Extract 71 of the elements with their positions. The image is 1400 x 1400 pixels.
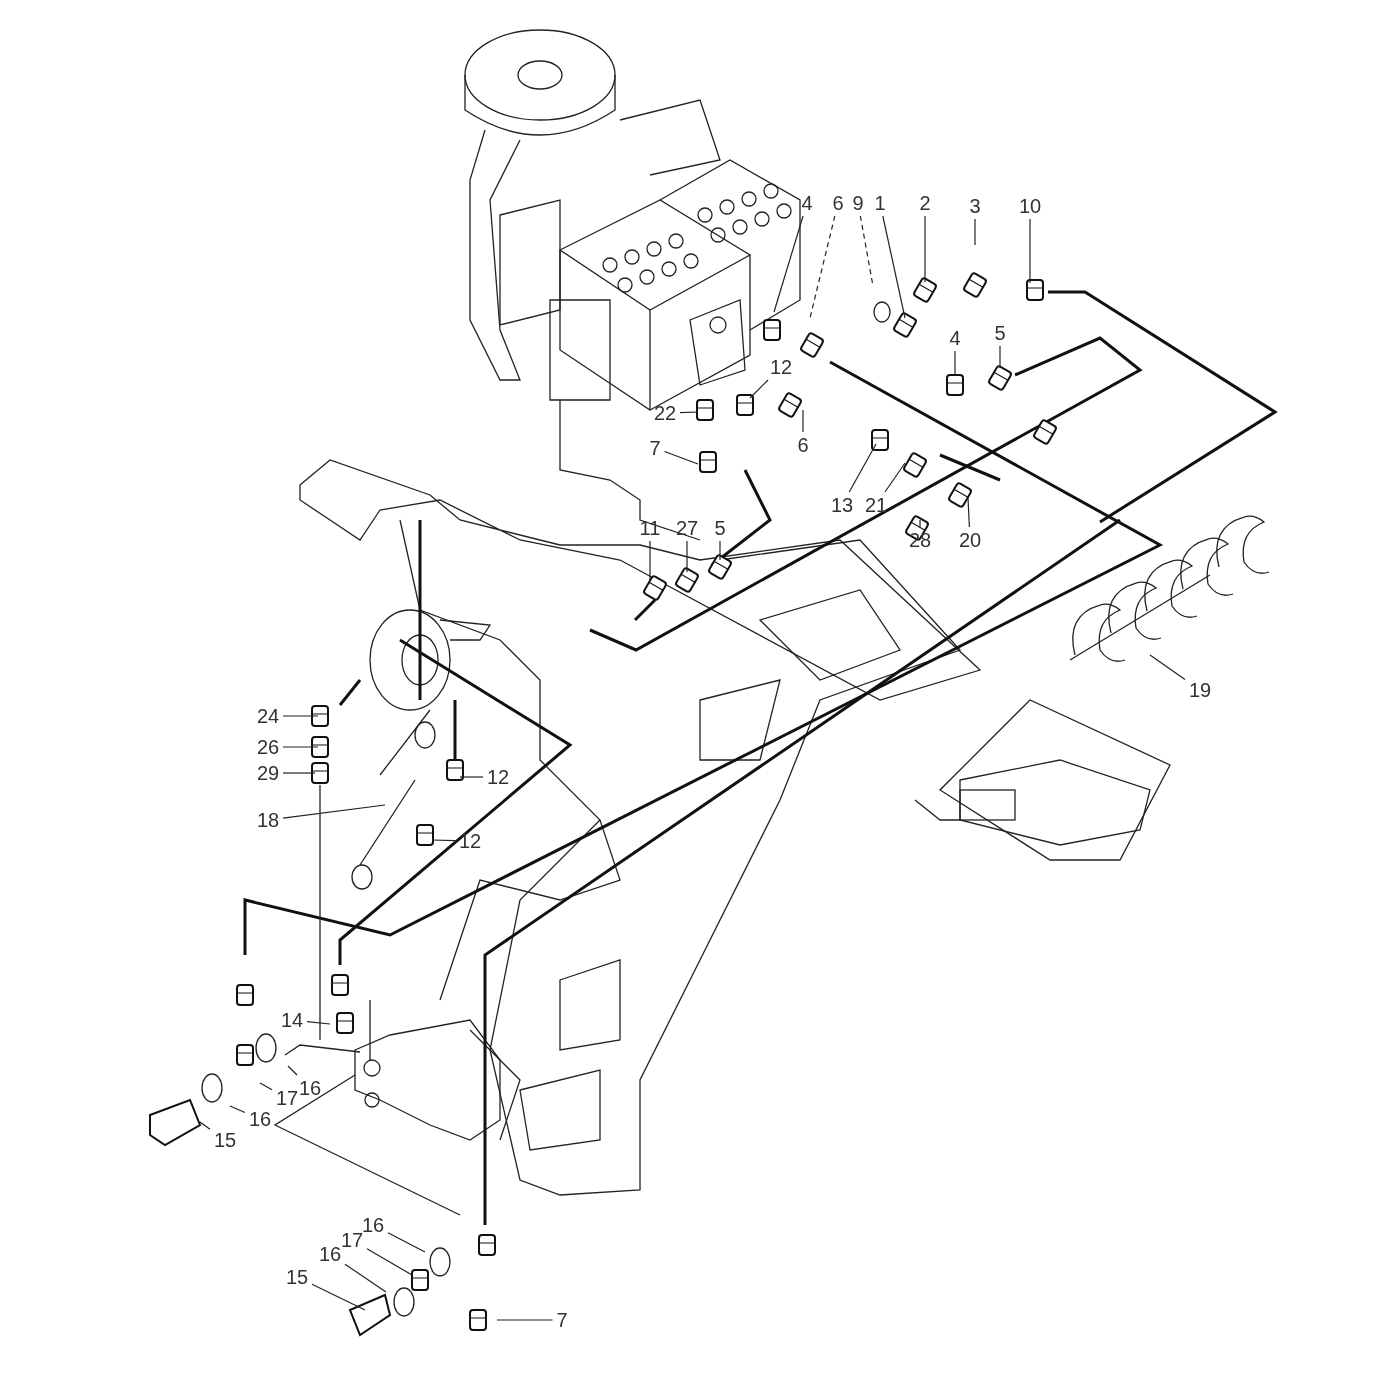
leader-line (287, 1065, 298, 1076)
leader-line (387, 1232, 426, 1253)
leader-line (366, 1248, 413, 1276)
leader-line (311, 1283, 366, 1311)
leader-line (848, 443, 877, 493)
callout-number: 10 (1017, 195, 1043, 217)
callout-number: 15 (212, 1129, 238, 1151)
leader-line (686, 540, 688, 573)
callout-number: 6 (830, 192, 846, 214)
leader-line (719, 540, 721, 561)
leader-line (344, 1263, 387, 1293)
callout-number: 7 (647, 437, 663, 459)
callout-number: 12 (768, 356, 794, 378)
leader-line (496, 1319, 554, 1321)
leader-line (919, 519, 921, 528)
leader-line (649, 540, 651, 581)
callout-number: 4 (799, 192, 815, 214)
leader-line (882, 215, 906, 319)
leader-line (459, 776, 484, 778)
callout-number: 19 (1187, 679, 1213, 701)
leader-line (663, 450, 699, 465)
leader-line (259, 1082, 273, 1091)
callout-number: 20 (957, 529, 983, 551)
callout-number: 6 (795, 434, 811, 456)
leader-line (306, 1021, 331, 1025)
callout-number: 26 (255, 736, 281, 758)
callout-number: 5 (712, 517, 728, 539)
leader-line (199, 1121, 211, 1130)
callout-number: 4 (947, 327, 963, 349)
callout-number: 16 (297, 1077, 323, 1099)
leader-line (1149, 654, 1186, 681)
callout-number: 29 (255, 762, 281, 784)
callout-number: 16 (317, 1243, 343, 1265)
callout-number: 12 (457, 830, 483, 852)
leader-line (999, 345, 1001, 369)
callout-number: 2 (917, 192, 933, 214)
leader-line (974, 218, 976, 246)
leader-line (749, 379, 769, 399)
leader-line (924, 215, 926, 283)
leader-line (967, 497, 970, 528)
leader-line (954, 350, 956, 376)
callout-number: 12 (485, 766, 511, 788)
callout-number: 17 (274, 1087, 300, 1109)
callout-number: 13 (829, 494, 855, 516)
callout-number: 3 (967, 195, 983, 217)
leader-line (773, 215, 804, 313)
callout-number: 5 (992, 322, 1008, 344)
callout-number: 16 (247, 1108, 273, 1130)
callout-number: 28 (907, 529, 933, 551)
leader-line (282, 746, 319, 748)
callout-number: 7 (554, 1309, 570, 1331)
callout-number: 9 (850, 192, 866, 214)
callout-number: 21 (863, 494, 889, 516)
callout-number: 14 (279, 1009, 305, 1031)
callout-number: 27 (674, 517, 700, 539)
leader-line (1029, 218, 1031, 284)
callout-number: 1 (872, 192, 888, 214)
leader-line (679, 411, 699, 414)
leader-line (809, 215, 836, 319)
callout-number: 15 (284, 1266, 310, 1288)
callout-number: 24 (255, 705, 281, 727)
callout-number: 18 (255, 809, 281, 831)
leader-line (229, 1105, 246, 1114)
leader-line (282, 772, 316, 774)
callout-number: 22 (652, 402, 678, 424)
leader-line (884, 462, 906, 493)
leader-line (431, 839, 456, 842)
leader-line (802, 409, 804, 433)
leader-line (282, 715, 319, 717)
callout-number: 11 (637, 517, 663, 539)
leader-line (282, 804, 386, 819)
